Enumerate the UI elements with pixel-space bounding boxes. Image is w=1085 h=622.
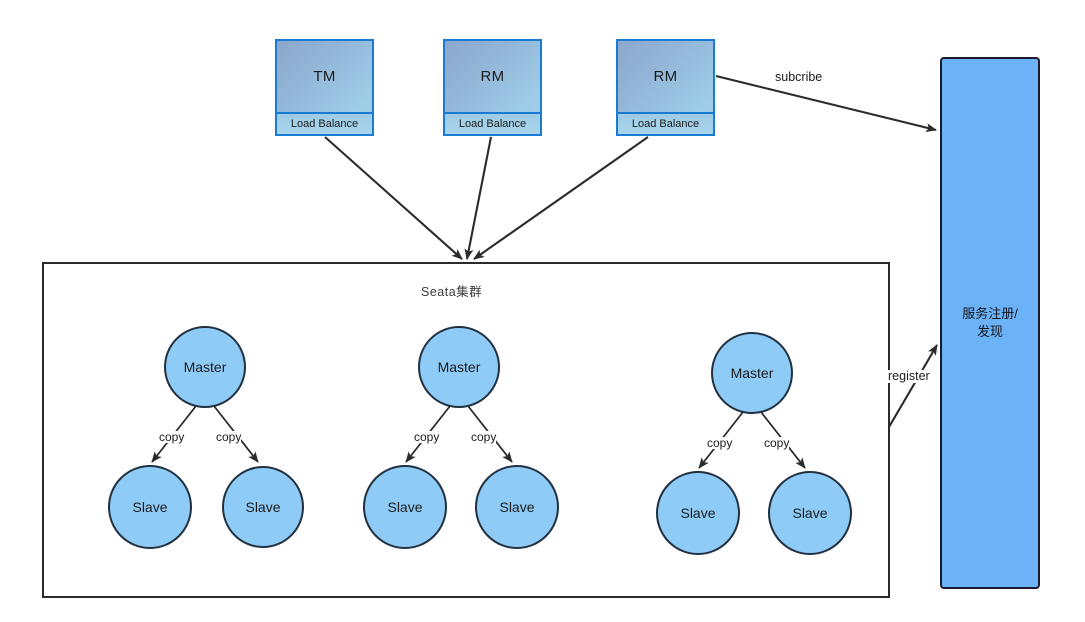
edge-tm-to-seata — [324, 136, 463, 260]
edge-label-copy-2b: copy — [471, 430, 497, 444]
client-title-tm: TM — [313, 68, 336, 85]
edge-label-subcribe: subcribe — [775, 70, 823, 84]
service-registry-box[interactable]: 服务注册/发现 — [940, 57, 1040, 589]
node-slave-3a[interactable]: Slave — [656, 471, 740, 555]
client-box-rm2[interactable]: RM Load Balance — [616, 39, 715, 136]
edge-label-copy-1b: copy — [216, 430, 242, 444]
node-slave-2b[interactable]: Slave — [475, 465, 559, 549]
edge-label-copy-1a: copy — [159, 430, 185, 444]
load-balance-bar-rm1: Load Balance — [445, 112, 540, 134]
node-slave-1b[interactable]: Slave — [222, 466, 304, 548]
edge-label-copy-2a: copy — [414, 430, 440, 444]
node-slave-3b[interactable]: Slave — [768, 471, 852, 555]
node-master-1[interactable]: Master — [164, 326, 246, 408]
edge-seata-to-registry — [888, 344, 938, 428]
service-registry-label: 服务注册/发现 — [962, 306, 1018, 339]
load-balance-bar-tm: Load Balance — [277, 112, 372, 134]
client-title-rm2: RM — [653, 68, 678, 85]
edge-label-register: register — [888, 369, 930, 383]
edge-rm2-to-registry — [715, 74, 937, 132]
node-slave-2a[interactable]: Slave — [363, 465, 447, 549]
edge-label-copy-3b: copy — [764, 436, 790, 450]
node-master-3[interactable]: Master — [711, 332, 793, 414]
node-slave-1a[interactable]: Slave — [108, 465, 192, 549]
edge-rm2-to-seata — [473, 136, 649, 260]
client-title-rm1: RM — [480, 68, 505, 85]
node-master-2[interactable]: Master — [418, 326, 500, 408]
client-box-rm1[interactable]: RM Load Balance — [443, 39, 542, 136]
seata-cluster-container[interactable] — [42, 262, 890, 598]
client-box-tm[interactable]: TM Load Balance — [275, 39, 374, 136]
seata-cluster-label: Seata集群 — [421, 285, 483, 299]
edge-rm1-to-seata — [464, 136, 493, 260]
load-balance-bar-rm2: Load Balance — [618, 112, 713, 134]
edge-label-copy-3a: copy — [707, 436, 733, 450]
